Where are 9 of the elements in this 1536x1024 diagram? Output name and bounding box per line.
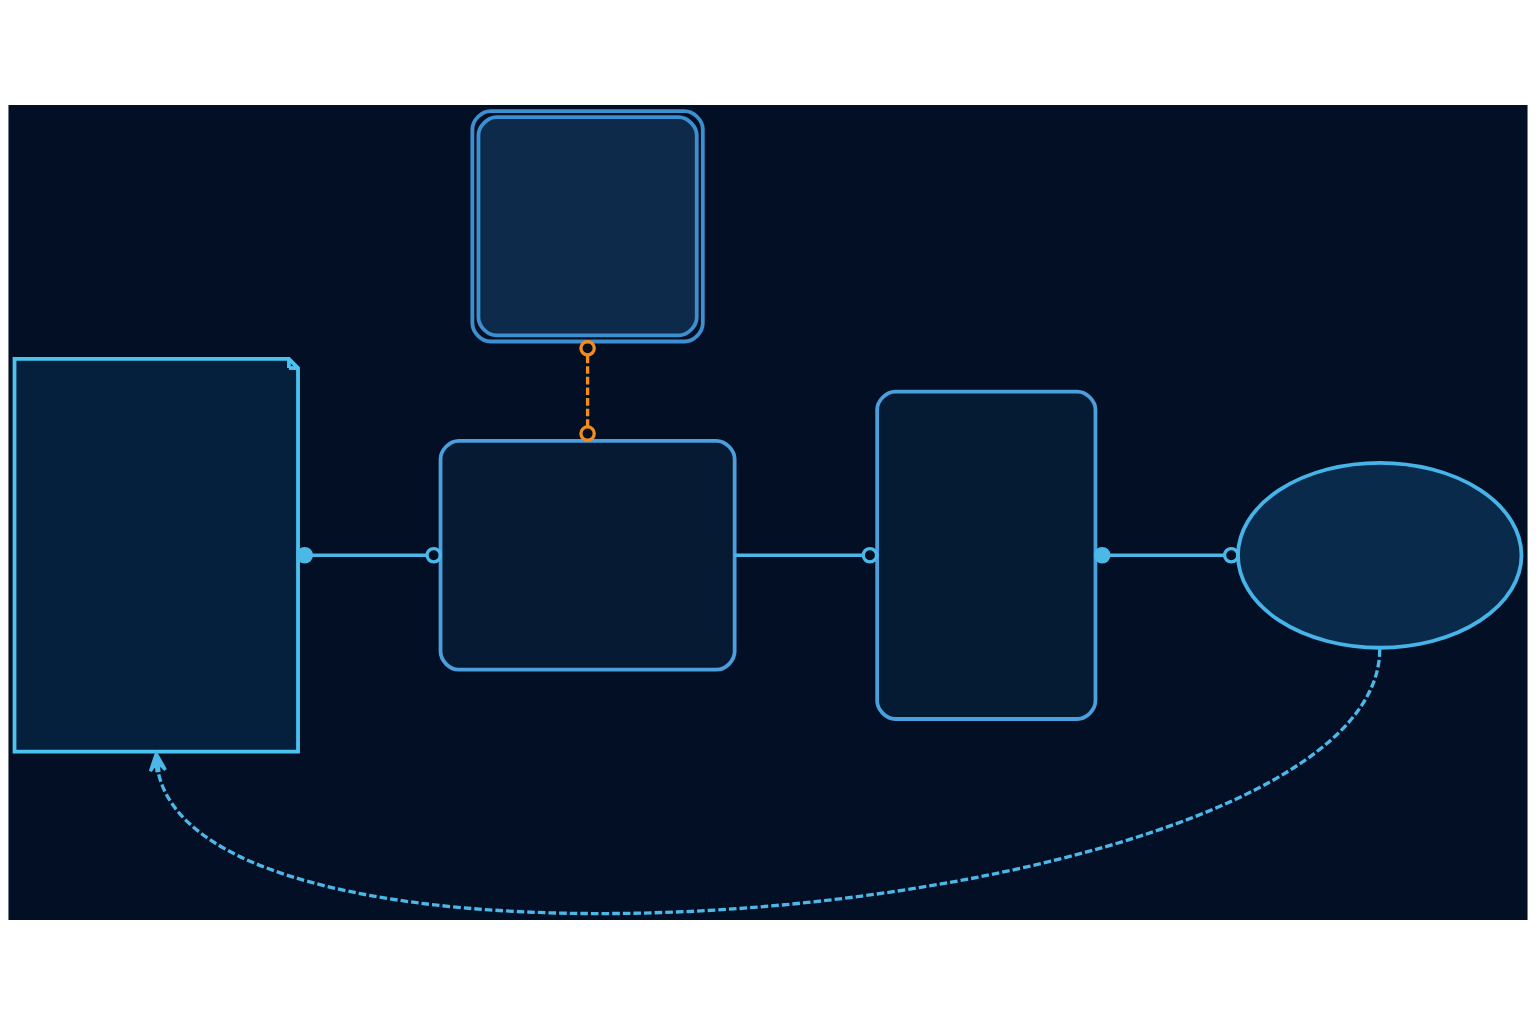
- connector: [734, 546, 879, 564]
- connector: [579, 339, 596, 442]
- node-window: [438, 438, 737, 672]
- node-box: [875, 389, 1098, 721]
- arrow: [148, 648, 1382, 915]
- node-cloud: [1236, 460, 1524, 650]
- connector: [1093, 546, 1240, 564]
- node-picture: [470, 108, 705, 343]
- connector: [296, 546, 443, 564]
